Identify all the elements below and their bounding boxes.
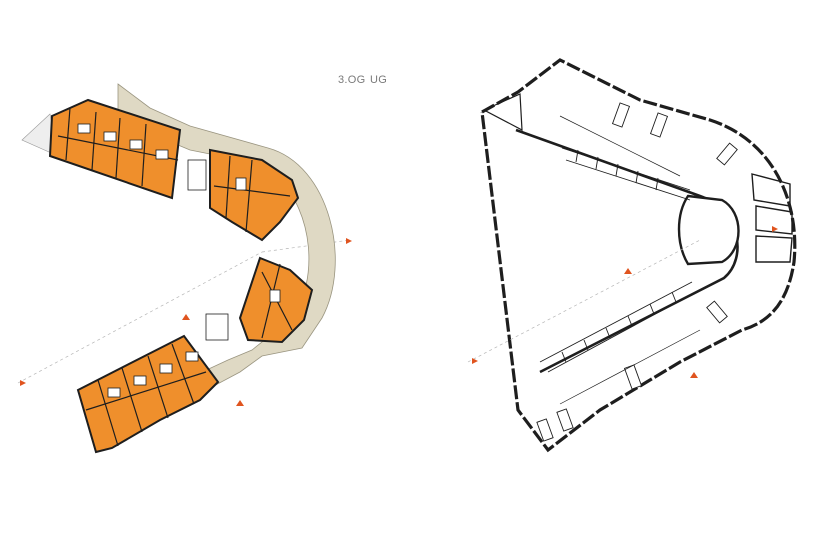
storage-rooms bbox=[751, 173, 793, 263]
basement-guide-line bbox=[467, 239, 701, 363]
section-markers bbox=[20, 238, 352, 406]
floor-label-3og: 3.OG bbox=[338, 74, 366, 86]
floor-label-ug: UG bbox=[370, 74, 388, 86]
cellar-cabinets-lower bbox=[539, 281, 697, 373]
ramp-lines bbox=[559, 115, 701, 405]
service-cores bbox=[77, 123, 281, 398]
guide-lines bbox=[17, 239, 351, 384]
upper-floor-plan bbox=[17, 83, 352, 454]
basement-entry-wedge bbox=[482, 93, 523, 132]
curve-apartments-top bbox=[209, 148, 300, 242]
basement-outer-wall bbox=[480, 58, 797, 453]
cellar-cabinets-upper bbox=[561, 147, 691, 201]
basement-plan bbox=[467, 58, 797, 453]
bottom-wing-apartments bbox=[76, 334, 220, 454]
basement-section-markers bbox=[472, 226, 778, 378]
central-stair-core bbox=[677, 194, 740, 266]
parked-cars bbox=[536, 102, 738, 442]
